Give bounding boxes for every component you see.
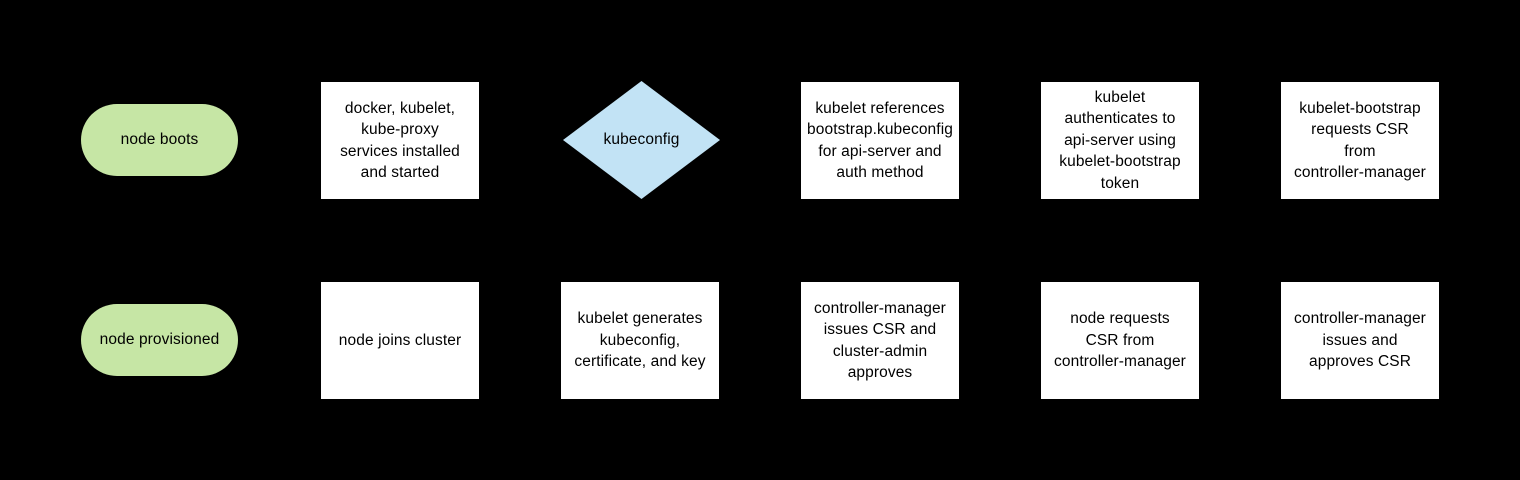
node-shape-kubelet-references-bootstrap[interactable]: kubelet references bootstrap.kubeconfig … (801, 82, 959, 199)
node-label-kubelet-bootstrap-requests-csr: kubelet-bootstrap requests CSR from cont… (1294, 99, 1426, 182)
node-label-controller-manager-approves-csr: controller-manager issues and approves C… (1294, 310, 1426, 371)
node-label-node-boots: node boots (120, 131, 199, 149)
node-label-kubelet-generates-kubeconfig: kubelet generates kubeconfig, certificat… (574, 310, 706, 371)
node-label-node-provisioned: node provisioned (99, 331, 220, 349)
node-label-kubeconfig-decision: kubeconfig (603, 131, 680, 149)
node-shape-services-installed[interactable]: docker, kubelet, kube-proxy services ins… (321, 82, 479, 199)
node-shape-kubelet-generates-kubeconfig[interactable]: kubelet generates kubeconfig, certificat… (561, 282, 719, 399)
node-shape-controller-manager-issues-csr[interactable]: controller-manager issues CSR and cluste… (801, 282, 959, 399)
node-label-services-installed: docker, kubelet, kube-proxy services ins… (340, 99, 460, 182)
node-shape-kubelet-bootstrap-requests-csr[interactable]: kubelet-bootstrap requests CSR from cont… (1281, 82, 1439, 199)
node-shape-kubeconfig-decision[interactable]: kubeconfig (563, 81, 720, 199)
node-shape-kubelet-authenticates[interactable]: kubelet authenticates to api-server usin… (1041, 82, 1199, 199)
node-label-controller-manager-issues-csr: controller-manager issues CSR and cluste… (814, 299, 946, 382)
node-shape-node-joins-cluster[interactable]: node joins cluster (321, 282, 479, 399)
node-shape-node-boots[interactable]: node boots (81, 104, 238, 176)
node-label-kubelet-references-bootstrap: kubelet references bootstrap.kubeconfig … (807, 99, 953, 182)
node-shape-node-provisioned[interactable]: node provisioned (81, 304, 238, 376)
node-label-node-requests-csr: node requests CSR from controller-manage… (1054, 310, 1186, 371)
node-label-node-joins-cluster: node joins cluster (338, 331, 462, 349)
node-label-kubelet-authenticates: kubelet authenticates to api-server usin… (1059, 88, 1181, 192)
diamond-icon (563, 81, 720, 199)
node-shape-node-requests-csr[interactable]: node requests CSR from controller-manage… (1041, 282, 1199, 399)
node-shape-controller-manager-approves-csr[interactable]: controller-manager issues and approves C… (1281, 282, 1439, 399)
